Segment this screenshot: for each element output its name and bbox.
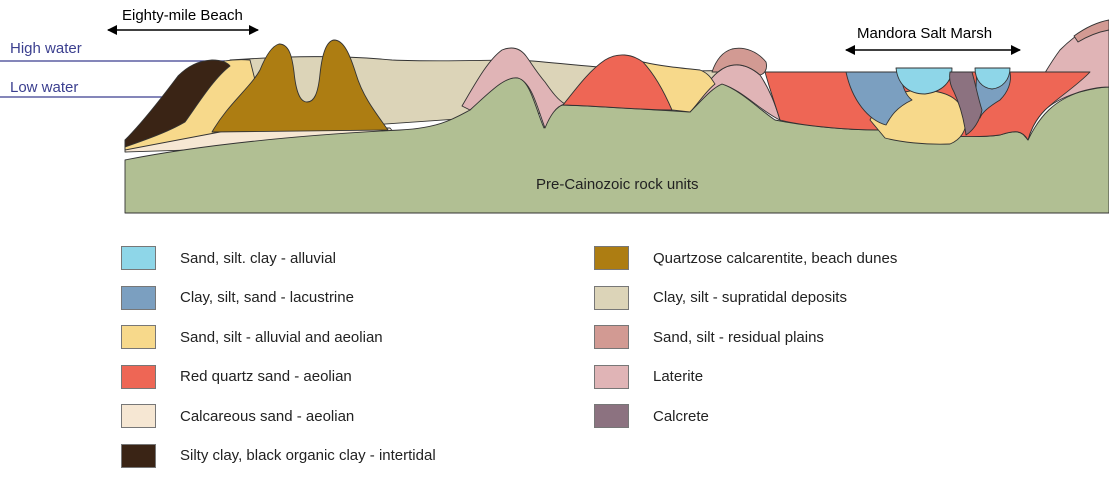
legend-label: Calcrete <box>653 408 709 425</box>
legend-item: Clay, silt, sand - lacustrine <box>121 286 541 310</box>
bedrock-label: Pre-Cainozoic rock units <box>536 176 699 193</box>
legend-item: Calcrete <box>594 404 1014 428</box>
legend-item: Sand, silt - alluvial and aeolian <box>121 325 541 349</box>
legend-label: Red quartz sand - aeolian <box>180 368 352 385</box>
legend-swatch <box>594 325 629 349</box>
legend-left-column: Sand, silt. clay - alluvial Clay, silt, … <box>121 246 541 483</box>
legend-swatch <box>121 286 156 310</box>
legend-label: Sand, silt - residual plains <box>653 329 824 346</box>
legend-item: Calcareous sand - aeolian <box>121 404 541 428</box>
legend-right-column: Quartzose calcarentite, beach dunes Clay… <box>594 246 1014 444</box>
legend-swatch <box>121 444 156 468</box>
legend-item: Sand, silt - residual plains <box>594 325 1014 349</box>
legend-label: Sand, silt - alluvial and aeolian <box>180 329 383 346</box>
legend-item: Silty clay, black organic clay - interti… <box>121 444 541 468</box>
legend-swatch <box>121 325 156 349</box>
legend-item: Quartzose calcarentite, beach dunes <box>594 246 1014 270</box>
legend-item: Sand, silt. clay - alluvial <box>121 246 541 270</box>
legend-label: Sand, silt. clay - alluvial <box>180 250 336 267</box>
legend-label: Quartzose calcarentite, beach dunes <box>653 250 897 267</box>
legend-swatch <box>594 404 629 428</box>
legend-swatch <box>594 286 629 310</box>
low-water-label: Low water <box>10 79 78 96</box>
legend-label: Calcareous sand - aeolian <box>180 408 354 425</box>
legend-swatch <box>594 246 629 270</box>
beach-label: Eighty-mile Beach <box>122 7 243 24</box>
high-water-label: High water <box>10 40 82 57</box>
legend-label: Laterite <box>653 368 703 385</box>
legend-swatch <box>121 246 156 270</box>
legend-swatch <box>121 365 156 389</box>
marsh-label: Mandora Salt Marsh <box>857 25 992 42</box>
legend-item: Laterite <box>594 365 1014 389</box>
legend-swatch <box>594 365 629 389</box>
legend-item: Red quartz sand - aeolian <box>121 365 541 389</box>
legend-label: Clay, silt - supratidal deposits <box>653 289 847 306</box>
legend-swatch <box>121 404 156 428</box>
legend-label: Silty clay, black organic clay - interti… <box>180 447 436 464</box>
legend-item: Clay, silt - supratidal deposits <box>594 286 1014 310</box>
cross-section-diagram: High water Low water Eighty-mile Beach M… <box>0 0 1109 230</box>
legend-label: Clay, silt, sand - lacustrine <box>180 289 354 306</box>
